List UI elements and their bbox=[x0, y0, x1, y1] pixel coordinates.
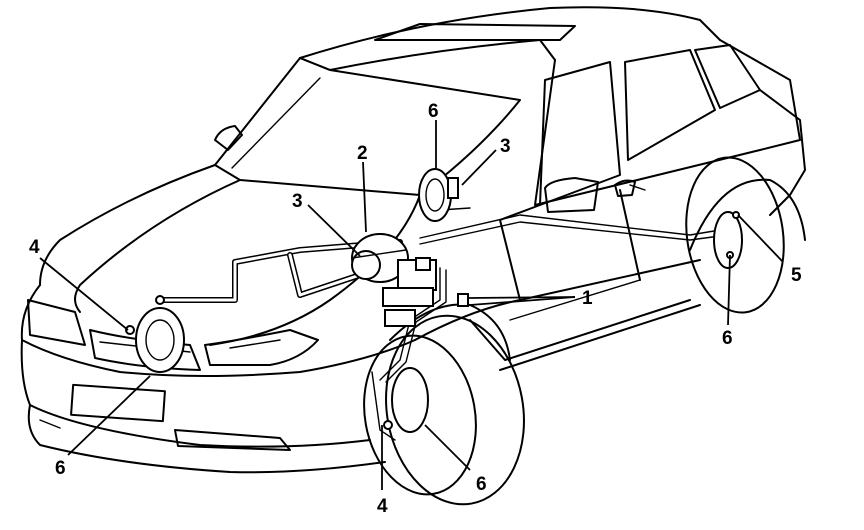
front-left-brake-disc bbox=[125, 295, 185, 373]
callout-3-booster: 3 bbox=[292, 191, 303, 212]
callout-6-rear: 6 bbox=[722, 328, 733, 349]
callout-4-front: 4 bbox=[29, 237, 40, 258]
callout-3-rear: 3 bbox=[500, 136, 511, 157]
callout-4-bottom: 4 bbox=[377, 496, 388, 517]
callout-1: 1 bbox=[582, 288, 593, 309]
callout-labels: 1 2 3 3 4 4 5 6 6 6 6 bbox=[29, 101, 802, 517]
callout-2: 2 bbox=[357, 143, 368, 164]
callout-6-bottom: 6 bbox=[476, 474, 487, 495]
abs-hydraulic-unit bbox=[382, 257, 469, 327]
front-right-brake-disc bbox=[371, 367, 429, 441]
rear-right-brake-disc bbox=[713, 211, 743, 269]
leader-lines bbox=[39, 120, 784, 490]
callout-6-top: 6 bbox=[428, 101, 439, 122]
brake-lines bbox=[157, 207, 721, 383]
callout-5: 5 bbox=[791, 265, 802, 286]
brake-booster bbox=[351, 233, 409, 283]
rear-left-brake-disc bbox=[418, 168, 459, 222]
callout-6-front: 6 bbox=[55, 458, 66, 479]
